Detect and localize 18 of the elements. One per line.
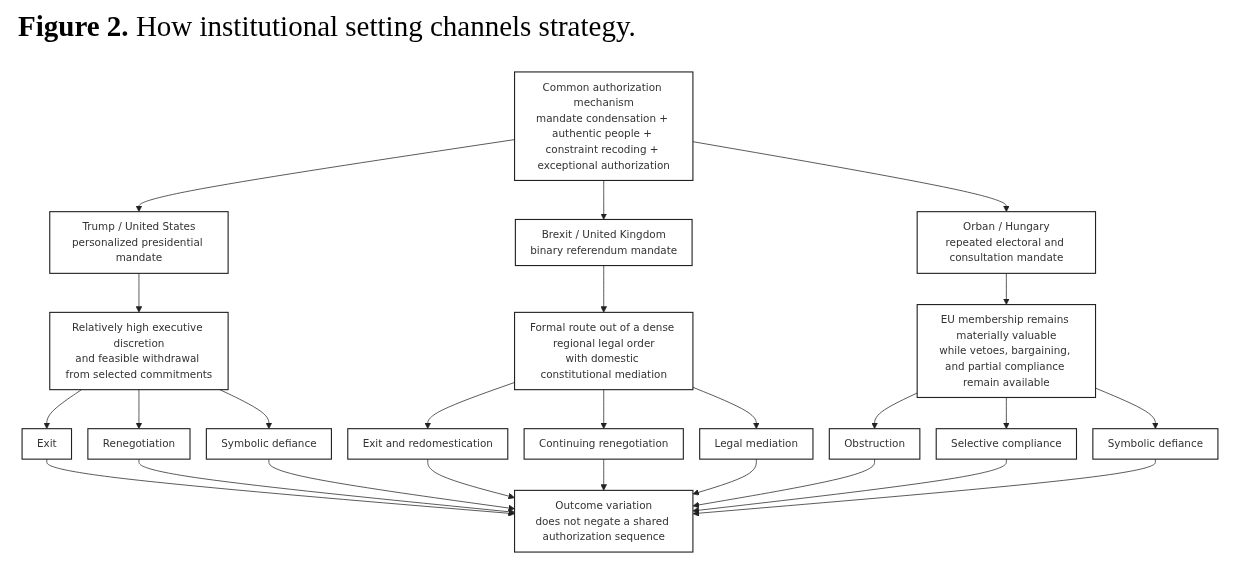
process-box: Selective compliance [935, 428, 1078, 460]
figure-title: Figure 2. How institutional setting channels strategy. [18, 10, 636, 43]
process-box: Continuing renegotiation [523, 428, 684, 460]
process-box: Obstruction [828, 428, 921, 460]
process-box: Orban / Hungary repeated electoral and consultation mandate [916, 211, 1097, 274]
process-box: Exit [21, 428, 73, 460]
process-box: Common authorization mechanism mandate condensation + authentic people + constraint recoding + exceptional authorization [514, 71, 694, 181]
process-box: Outcome variation does not negate a shared authorization sequence [514, 489, 694, 553]
process-box: Legal mediation [699, 428, 814, 460]
process-box: Formal route out of a dense regional legal order with domestic constitutional mediation [514, 311, 694, 391]
process-box: Relatively high executive discretion and feasible withdrawal from selected commitments [49, 311, 229, 391]
process-box: Exit and redomestication [347, 428, 509, 460]
process-box: Symbolic defiance [1092, 428, 1219, 460]
process-box: Trump / United States personalized presidential mandate [49, 211, 229, 274]
process-box: Brexit / United Kingdom binary referendum mandate [514, 218, 693, 267]
process-box: Symbolic defiance [205, 428, 332, 460]
process-box: EU membership remains materially valuable while vetoes, bargaining, and partial compliance remain available [916, 304, 1097, 399]
process-box: Renegotiation [87, 428, 191, 460]
